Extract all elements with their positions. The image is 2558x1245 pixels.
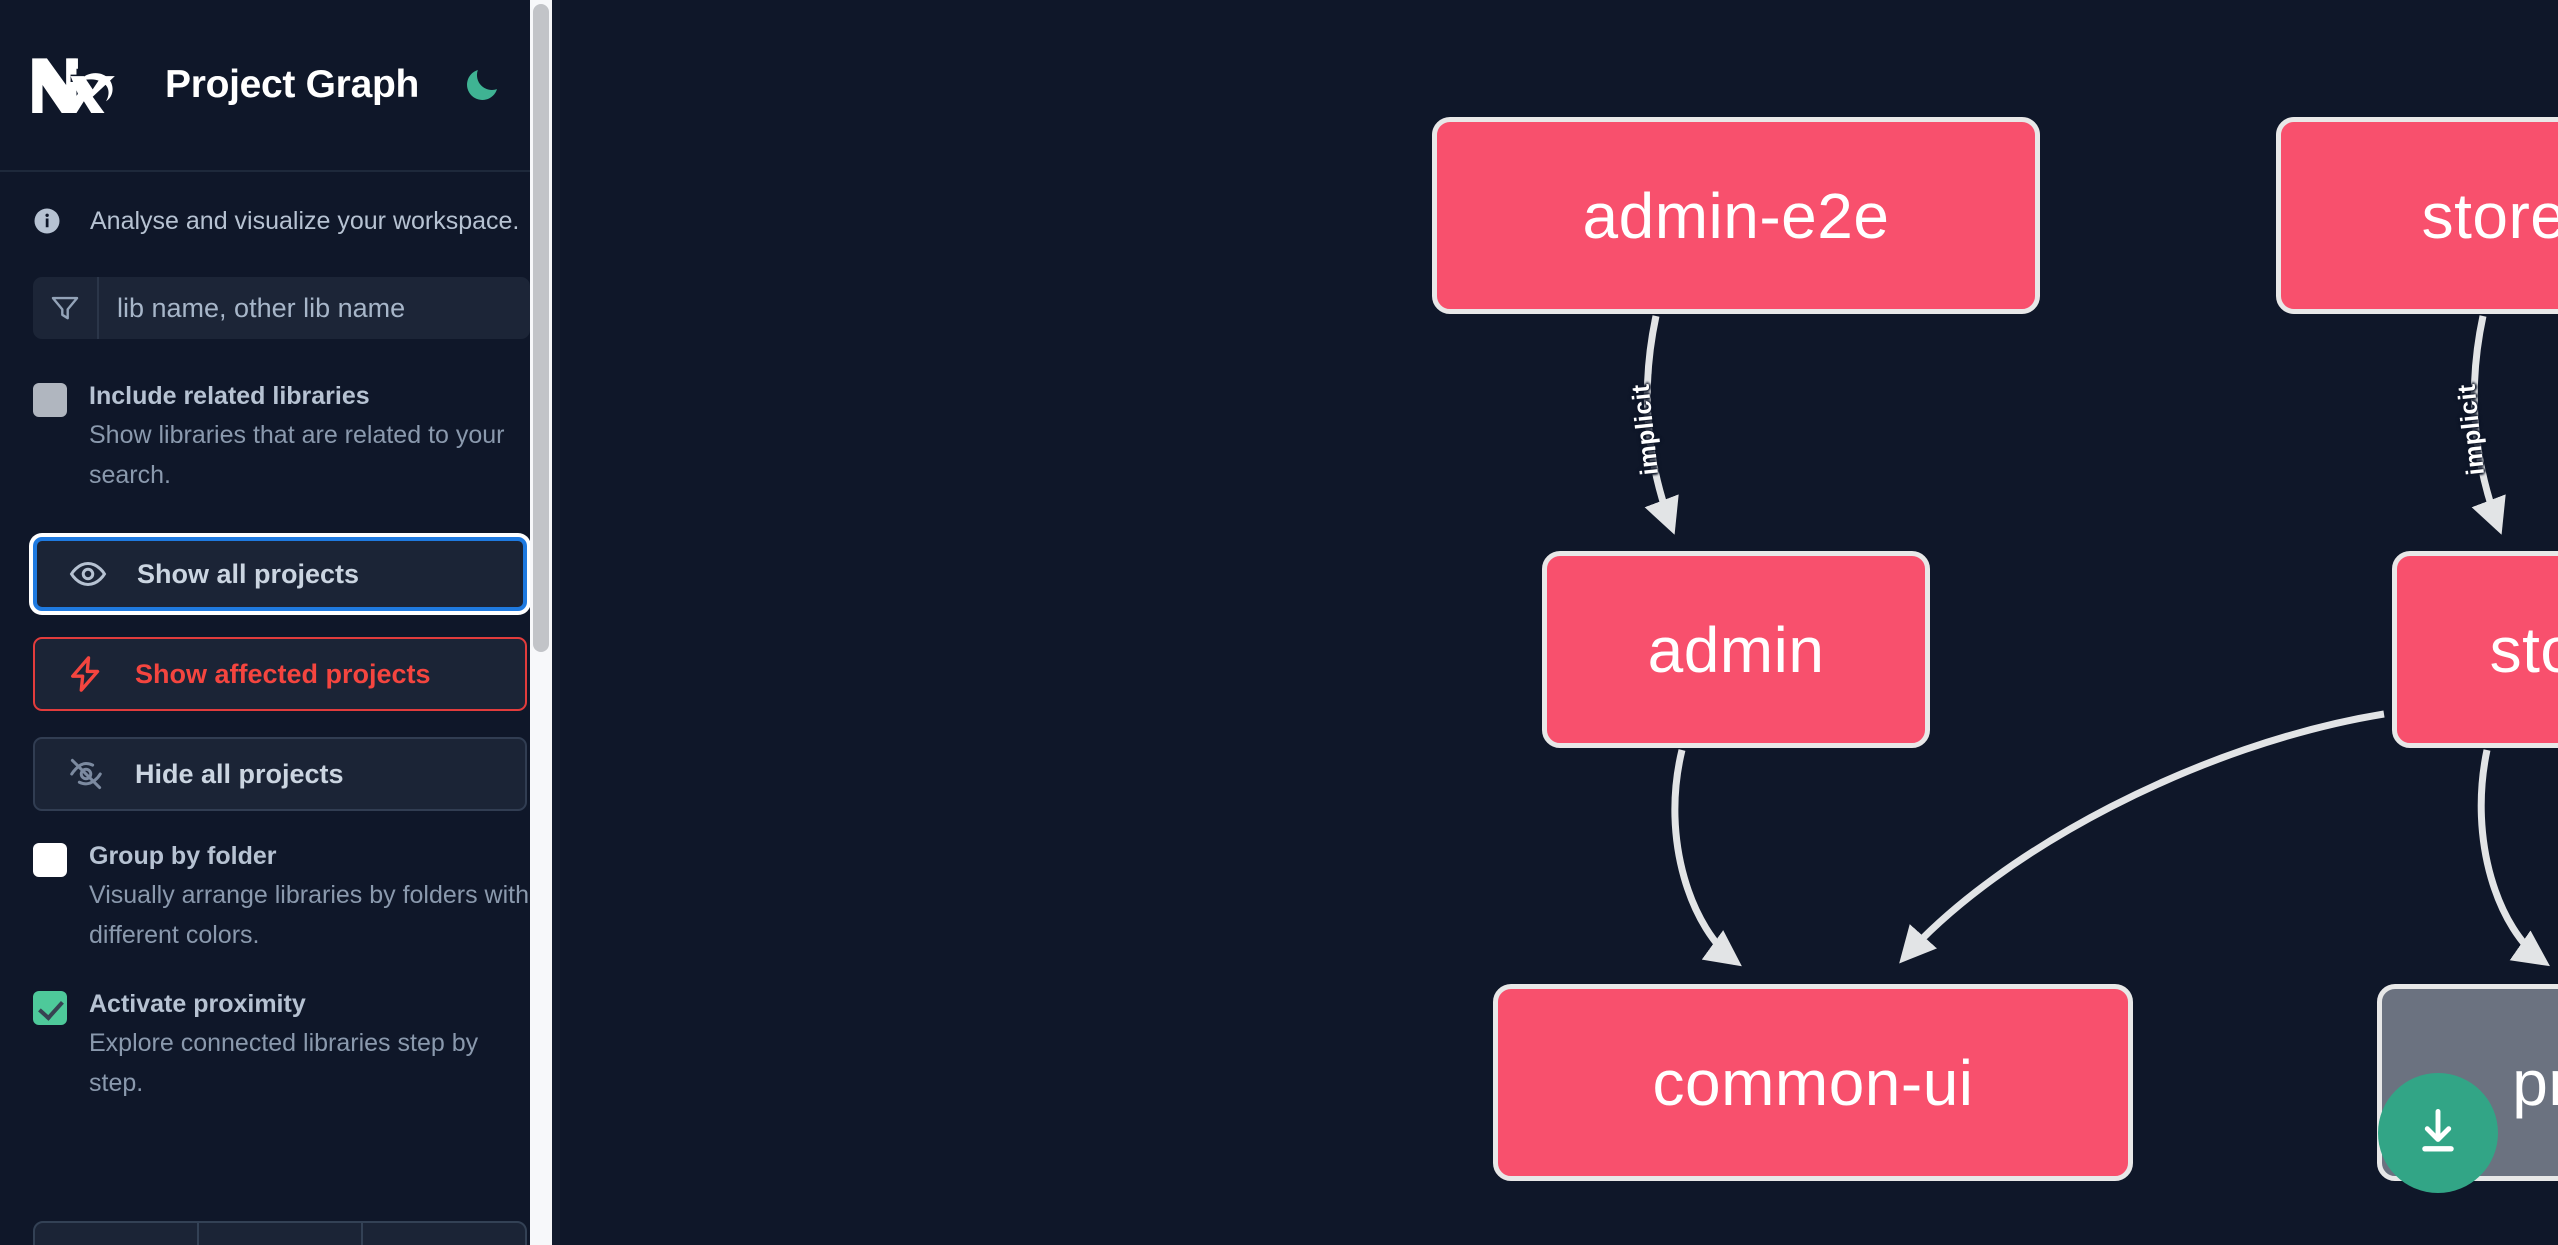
option-description: Visually arrange libraries by folders wi… xyxy=(89,881,530,949)
option-description: Show libraries that are related to your … xyxy=(89,421,505,489)
eye-off-icon xyxy=(67,755,109,793)
sidebar-scrollbar-thumb[interactable] xyxy=(533,4,549,652)
checkbox-group-by-folder[interactable] xyxy=(33,843,67,877)
edge-admin-e2e-to-admin xyxy=(1643,315,1679,535)
hide-all-projects-button[interactable]: Hide all projects xyxy=(33,737,527,811)
checkbox-activate-proximity[interactable] xyxy=(33,991,67,1025)
graph-node-admin-e2e[interactable]: admin-e2e xyxy=(1432,117,2040,314)
edge-store-e2e-to-store xyxy=(2470,315,2506,535)
search-field[interactable] xyxy=(33,277,530,339)
node-label: store xyxy=(2489,613,2558,686)
sidebar: Project Graph Analyse and visualize yo xyxy=(0,0,560,1245)
sidebar-header: Project Graph xyxy=(0,0,560,172)
option-description: Explore connected libraries step by step… xyxy=(89,1029,479,1097)
moon-icon[interactable] xyxy=(459,62,505,108)
node-label: admin-e2e xyxy=(1582,179,1890,252)
option-label: Group by folder xyxy=(89,842,277,870)
option-include-related-libraries[interactable]: Include related libraries Show libraries… xyxy=(0,377,560,495)
eye-icon xyxy=(69,555,111,593)
segment-option-1[interactable] xyxy=(35,1223,199,1245)
lightning-icon xyxy=(67,655,109,693)
option-group-by-folder[interactable]: Group by folder Visually arrange librari… xyxy=(0,837,560,955)
graph-canvas[interactable]: admin-e2e store-e2e admin store common-u… xyxy=(560,0,2558,1245)
tagline: Analyse and visualize your workspace. xyxy=(0,172,560,236)
segment-option-3[interactable] xyxy=(363,1223,525,1245)
checkbox-include-related-libraries[interactable] xyxy=(33,383,67,417)
sidebar-divider xyxy=(552,0,560,1245)
download-icon xyxy=(2410,1104,2466,1163)
filter-icon xyxy=(33,277,99,339)
search-input[interactable] xyxy=(99,277,530,339)
button-label: Show all projects xyxy=(137,558,360,589)
show-affected-projects-button[interactable]: Show affected projects xyxy=(33,637,527,711)
graph-node-store-e2e[interactable]: store-e2e xyxy=(2276,117,2558,314)
button-label: Hide all projects xyxy=(135,758,344,789)
nx-logo-icon xyxy=(30,54,120,116)
edge-store-to-common-ui xyxy=(1899,710,2385,964)
project-visibility-buttons: Show all projects Show affected projects xyxy=(0,537,560,811)
graph-node-store[interactable]: store xyxy=(2392,551,2558,748)
segment-option-2[interactable] xyxy=(199,1223,363,1245)
option-activate-proximity[interactable]: Activate proximity Explore connected lib… xyxy=(0,985,560,1103)
option-label: Include related libraries xyxy=(89,382,370,410)
graph-edges xyxy=(1643,315,2550,967)
proximity-segmented-control[interactable] xyxy=(33,1221,527,1245)
node-label: admin xyxy=(1647,613,1825,686)
download-button[interactable] xyxy=(2378,1073,2498,1193)
edge-admin-to-common-ui xyxy=(1671,749,1742,967)
node-label: store-e2e xyxy=(2421,179,2558,252)
page-title: Project Graph xyxy=(165,63,419,106)
info-icon xyxy=(32,206,62,236)
tagline-text: Analyse and visualize your workspace. xyxy=(90,206,520,235)
node-label: common-ui xyxy=(1652,1046,1974,1119)
button-label: Show affected projects xyxy=(135,658,431,689)
option-label: Activate proximity xyxy=(89,990,306,1018)
show-all-projects-button[interactable]: Show all projects xyxy=(33,537,527,611)
edge-store-to-products xyxy=(2477,749,2550,967)
graph-node-common-ui[interactable]: common-ui xyxy=(1493,984,2133,1181)
node-label: products xyxy=(2512,1046,2558,1119)
sidebar-scrollbar[interactable] xyxy=(530,0,552,1245)
graph-node-admin[interactable]: admin xyxy=(1542,551,1930,748)
